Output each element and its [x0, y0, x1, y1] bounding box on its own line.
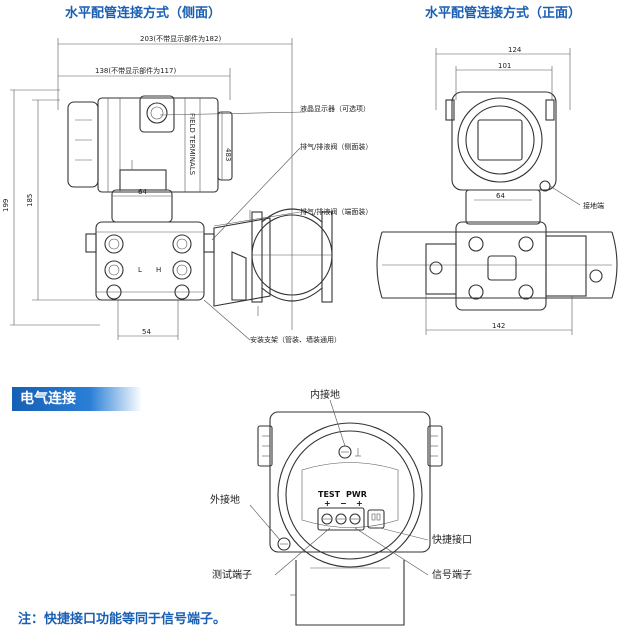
mark-l: L	[138, 266, 142, 274]
label-external-ground: 外接地	[210, 493, 240, 506]
dim-54: 54	[142, 328, 151, 336]
front-view-caption: 水平配管连接方式（正面）	[425, 6, 582, 21]
test-minus: −	[340, 499, 347, 508]
label-quick-port: 快捷接口	[432, 533, 472, 546]
pwr-label: PWR	[346, 490, 367, 499]
front-view-drawing: 124 101 64 142	[376, 46, 618, 335]
label-test-terminal: 测试端子	[212, 568, 252, 581]
test-label: TEST	[318, 490, 341, 499]
dim-64-front: 64	[496, 192, 505, 200]
label-internal-ground: 内接地	[310, 388, 340, 401]
dim-203: 203(不带显示部件为182)	[140, 34, 221, 43]
label-bracket: 安装支架（管装、墙装通用）	[250, 335, 341, 344]
electrical-drawing	[249, 399, 443, 626]
dim-124: 124	[508, 46, 522, 54]
label-vent-end: 排气/排液阀（端面装）	[300, 207, 372, 216]
pwr-plus: +	[356, 499, 363, 508]
label-display: 液晶显示器（可选项）	[300, 104, 370, 113]
dim-185: 185	[26, 194, 34, 207]
footnote: 注：快捷接口功能等同于信号端子。	[18, 612, 227, 627]
side-view-drawing: 203(不带显示部件为182) 138(不带显示部件为117) 199 185 …	[2, 34, 333, 341]
dim-138: 138(不带显示部件为117)	[95, 66, 176, 75]
electrical-section-title: 电气连接	[12, 387, 142, 411]
test-plus: +	[324, 499, 331, 508]
label-vent-side: 排气/排液阀（侧面装）	[300, 142, 372, 151]
side-view-caption: 水平配管连接方式（侧面）	[65, 6, 222, 21]
mark-h: H	[156, 266, 161, 274]
dim-101: 101	[498, 62, 511, 70]
label-signal-terminal: 信号端子	[432, 568, 472, 581]
dim-64-side: 64	[138, 188, 147, 196]
terminal-text: FIELD TERMINALS	[188, 113, 196, 176]
dim-142: 142	[492, 322, 505, 330]
dim-483: 483	[224, 148, 232, 161]
dim-199: 199	[2, 199, 10, 212]
label-ground: 接地端	[583, 201, 604, 210]
